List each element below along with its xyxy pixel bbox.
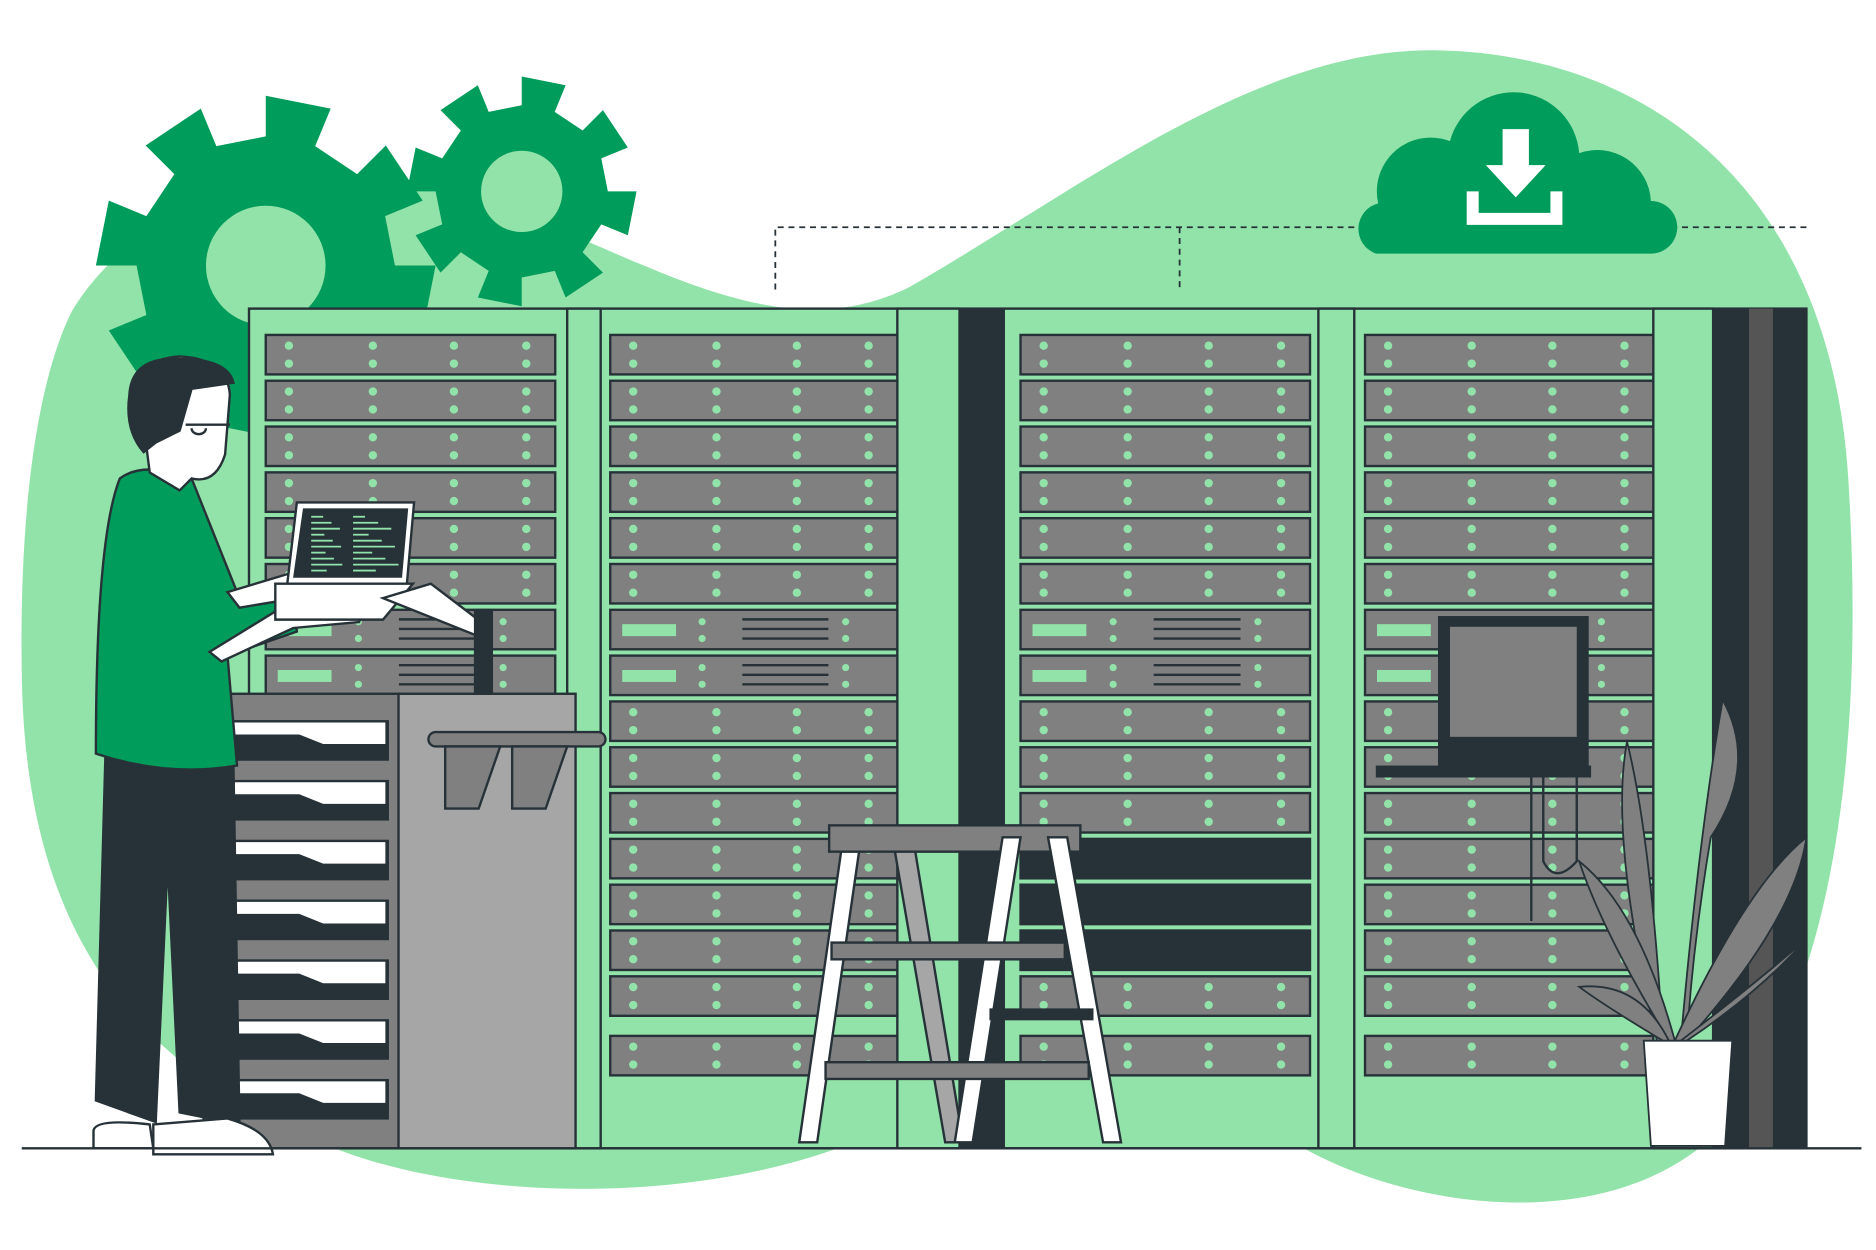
server-unit: [1363, 425, 1655, 468]
server-unit: [609, 746, 899, 788]
server-unit: [609, 379, 899, 422]
server-unit: [1019, 471, 1312, 514]
server-unit: [1019, 516, 1312, 559]
server-unit: [264, 379, 557, 422]
server-unit: [1363, 929, 1655, 972]
server-unit: [264, 333, 557, 376]
potted-plant: [1576, 697, 1808, 1147]
cabinet-drawer[interactable]: [215, 1019, 389, 1060]
cabinet-drawer[interactable]: [215, 1078, 389, 1120]
gear-icon: [406, 76, 637, 307]
server-unit: [609, 700, 899, 743]
server-unit: [609, 562, 899, 605]
cabinet-drawer[interactable]: [215, 779, 389, 821]
server-unit: [1019, 608, 1312, 651]
server-unit: [1019, 1034, 1312, 1077]
server-unit: [609, 516, 899, 559]
cloud-download-icon: [1358, 92, 1678, 254]
server-unit: [1019, 379, 1312, 422]
server-unit: [609, 425, 899, 468]
cabinet-drawer[interactable]: [215, 959, 389, 1000]
server-unit: [264, 654, 557, 697]
server-unit: [1363, 471, 1655, 514]
server-unit: [1019, 562, 1312, 605]
cabinet-drawer[interactable]: [215, 720, 389, 761]
server-unit: [609, 608, 899, 651]
step-ladder: [797, 824, 1123, 1144]
laptop: [274, 501, 494, 695]
drawer-cabinet: [202, 692, 607, 1150]
server-unit: [1019, 654, 1312, 697]
cabinet-drawer[interactable]: [215, 839, 389, 881]
server-unit: [1363, 516, 1655, 559]
server-unit: [609, 333, 899, 376]
server-unit: [1019, 700, 1312, 743]
server-unit: [1363, 837, 1655, 880]
server-unit: [264, 425, 557, 468]
server-unit: [609, 471, 899, 514]
server-unit: [1019, 746, 1312, 788]
server-unit: [1019, 425, 1312, 468]
server-unit: [1363, 791, 1655, 834]
server-unit: [1363, 1034, 1655, 1077]
wall-monitor: [1375, 616, 1592, 922]
server-unit: [609, 654, 899, 697]
server-unit: [609, 975, 899, 1017]
server-unit: [1019, 333, 1312, 376]
cabinet-drawer[interactable]: [215, 899, 389, 941]
server-unit: [1363, 379, 1655, 422]
server-unit: [1363, 562, 1655, 605]
server-unit: [1363, 333, 1655, 376]
